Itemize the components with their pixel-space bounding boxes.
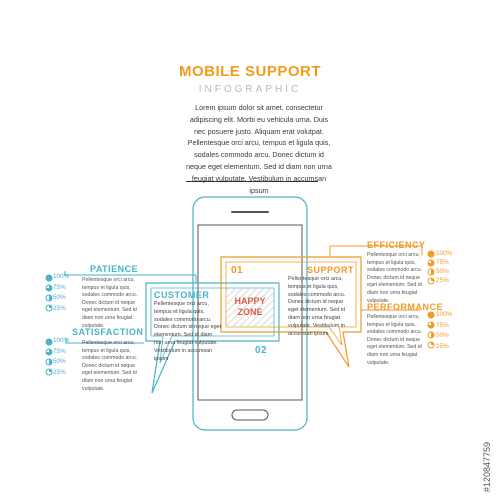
phone-home-button	[231, 409, 269, 421]
performance-text: Pellentesque orci arcu, tempus et ligula…	[367, 314, 423, 366]
phone-body	[192, 196, 308, 431]
patience-level-75: 75%	[53, 283, 66, 291]
satisfaction-level-50: 50%	[53, 358, 66, 365]
performance-pie-100	[427, 311, 435, 319]
infographic-title: MOBILE SUPPORT	[178, 63, 321, 80]
patience-level-50: 50%	[53, 294, 66, 301]
happy-zone-label: HAPPY ZONE	[234, 296, 266, 317]
phone-screen	[197, 224, 303, 401]
satisfaction-label: SATISFACTION	[72, 327, 144, 337]
patience-level-25: 25%	[53, 304, 66, 312]
patience-levels: 100% 75% 50% 25%	[53, 272, 69, 314]
efficiency-level-100: 100%	[436, 250, 453, 257]
efficiency-label: EFFICIENCY	[367, 240, 426, 250]
stock-id-watermark: #120847759	[482, 441, 492, 492]
intro-paragraph: Lorem ipsum dolor sit amet, consectetur …	[186, 103, 332, 195]
support-bubble	[220, 256, 362, 368]
performance-level-100: 100%	[436, 311, 453, 318]
patience-connector	[64, 271, 197, 283]
support-label: SUPPORT	[307, 265, 355, 275]
satisfaction-level-25: 25%	[53, 368, 66, 376]
efficiency-connector	[329, 245, 423, 257]
efficiency-levels: 100% 75% 50% 25%	[436, 249, 452, 285]
performance-level-25: 25%	[436, 342, 449, 350]
satisfaction-connector	[65, 338, 144, 344]
efficiency-level-75: 75%	[436, 259, 449, 266]
patience-text: Pellentesque orci arcu, tempus et ligula…	[82, 277, 138, 329]
patience-pie-100	[45, 274, 53, 282]
support-text: Pellentesque orci arcu, tempus et ligula…	[288, 276, 346, 337]
satisfaction-text: Pellentesque orci arcu, tempus et ligula…	[82, 340, 138, 392]
patience-label: PATIENCE	[90, 264, 139, 274]
efficiency-level-50: 50%	[436, 268, 449, 275]
support-number: 01	[231, 265, 244, 276]
infographic-subtitle: INFOGRAPHIC	[198, 84, 302, 95]
performance-level-75: 75%	[436, 321, 449, 329]
divider-line	[186, 181, 318, 182]
customer-label: CUSTOMER	[154, 290, 210, 300]
customer-bubble	[145, 282, 280, 394]
satisfaction-pie-100	[45, 338, 53, 346]
efficiency-level-25: 25%	[436, 277, 449, 284]
efficiency-pie-100	[427, 250, 435, 258]
customer-text: Pellentesque orci arcu, tempus et ligula…	[154, 301, 222, 362]
satisfaction-level-75: 75%	[53, 347, 66, 355]
patience-level-100: 100%	[53, 273, 70, 280]
satisfaction-levels: 100% 75% 50% 25%	[53, 336, 69, 378]
happy-zone-area	[226, 288, 274, 327]
efficiency-text: Pellentesque orci arcu, tempus et ligula…	[367, 252, 423, 304]
performance-levels: 100% 75% 50% 25%	[436, 310, 452, 352]
performance-level-50: 50%	[436, 332, 449, 339]
satisfaction-level-100: 100%	[53, 337, 70, 344]
performance-label: PERFORMANCE	[367, 302, 444, 312]
customer-number: 02	[255, 345, 268, 356]
